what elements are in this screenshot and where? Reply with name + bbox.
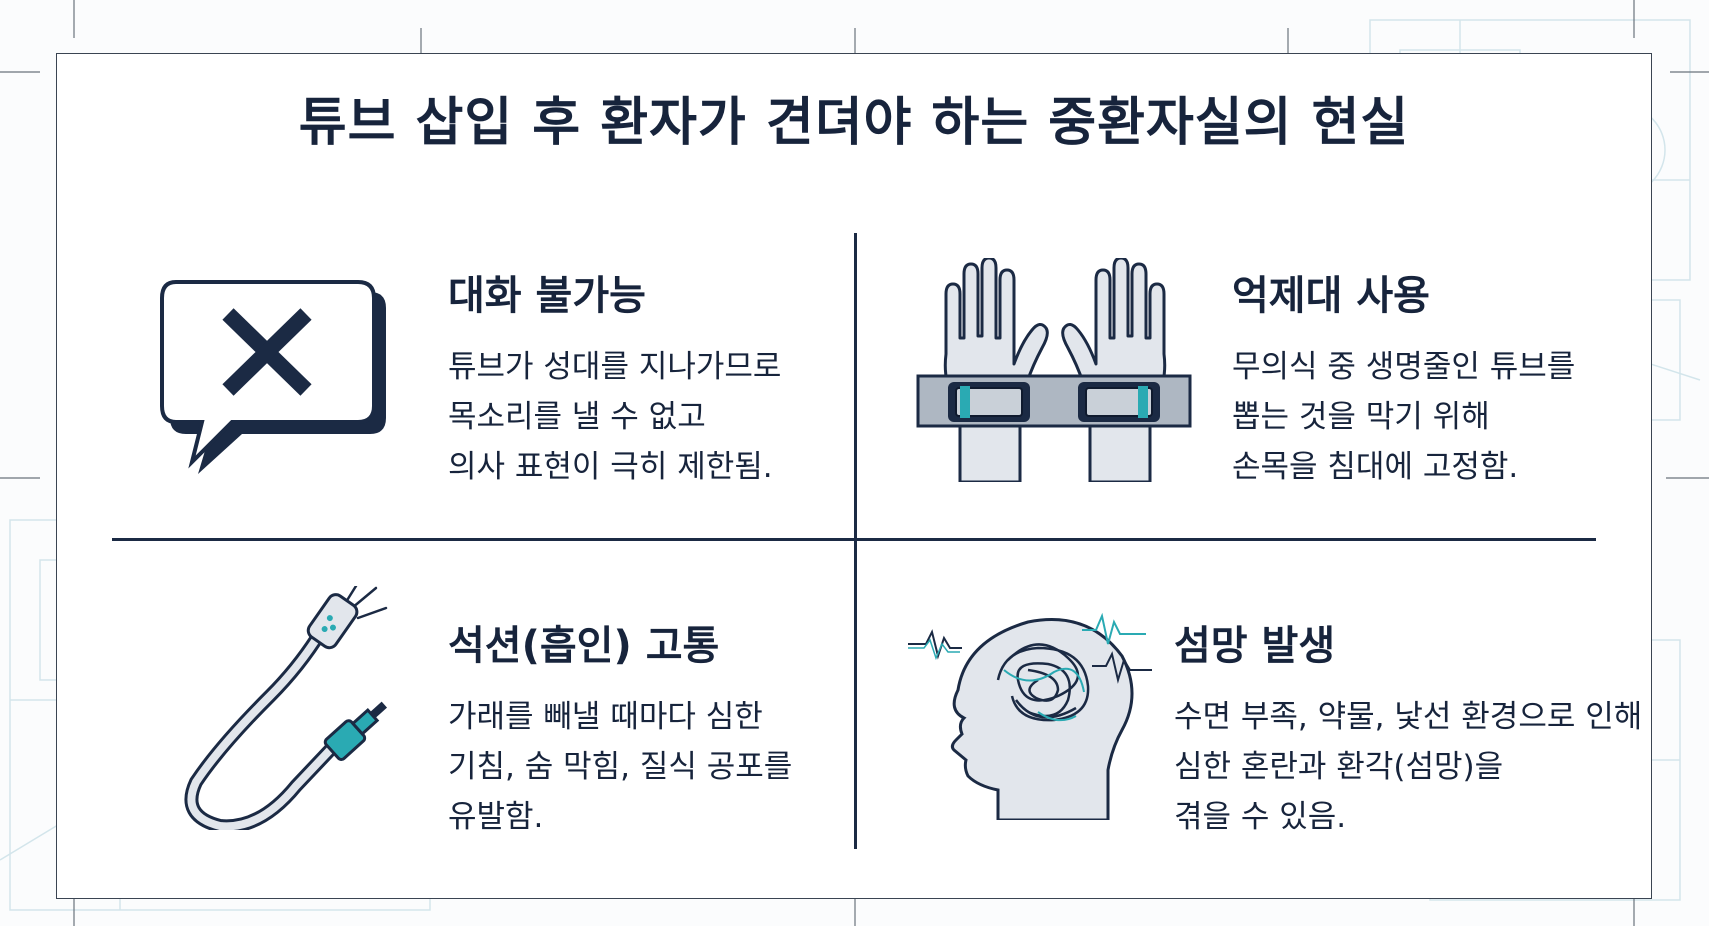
panel-heading-delirium: 섬망 발생 <box>1174 623 1336 669</box>
page-title: 튜브 삽입 후 환자가 견뎌야 하는 중환자실의 현실 <box>298 93 1410 153</box>
body-line: 목소리를 낼 수 없고 <box>448 399 706 435</box>
body-line: 뽑는 것을 막기 위해 <box>1232 399 1490 435</box>
panel-body-suction: 가래를 빼낼 때마다 심한 기침, 숨 막힘, 질식 공포를 유발함. <box>448 692 792 842</box>
body-line: 심한 혼란과 환각(섬망)을 <box>1174 749 1504 785</box>
panel-heading-restraint: 억제대 사용 <box>1232 273 1430 319</box>
speech-bubble-x-icon <box>160 280 386 474</box>
body-line: 유발함. <box>448 799 544 835</box>
body-line: 수면 부족, 약물, 낯선 환경으로 인해 <box>1174 699 1643 735</box>
panel-body-restraint: 무의식 중 생명줄인 튜브를 뽑는 것을 막기 위해 손목을 침대에 고정함. <box>1232 342 1575 492</box>
body-line: 손목을 침대에 고정함. <box>1232 449 1519 485</box>
vertical-divider <box>854 233 857 849</box>
panel-body-delirium: 수면 부족, 약물, 낯선 환경으로 인해 심한 혼란과 환각(섬망)을 겪을 … <box>1174 692 1642 842</box>
horizontal-divider <box>112 538 1596 541</box>
body-line: 겪을 수 있음. <box>1174 799 1347 835</box>
wrist-restraint-icon <box>916 258 1192 482</box>
body-line: 기침, 숨 막힘, 질식 공포를 <box>448 749 793 785</box>
body-line: 가래를 빼낼 때마다 심한 <box>448 699 763 735</box>
panel-body-no-speech: 튜브가 성대를 지나가므로 목소리를 낼 수 없고 의사 표현이 극히 제한됨. <box>448 342 781 492</box>
body-line: 무의식 중 생명줄인 튜브를 <box>1232 349 1576 385</box>
panel-heading-suction: 석션(흡인) 고통 <box>448 623 720 669</box>
suction-tube-icon <box>184 586 388 830</box>
panel-heading-no-speech: 대화 불가능 <box>448 273 646 319</box>
body-line: 튜브가 성대를 지나가므로 <box>448 349 782 385</box>
brain-delirium-icon <box>908 612 1152 820</box>
body-line: 의사 표현이 극히 제한됨. <box>448 449 773 485</box>
